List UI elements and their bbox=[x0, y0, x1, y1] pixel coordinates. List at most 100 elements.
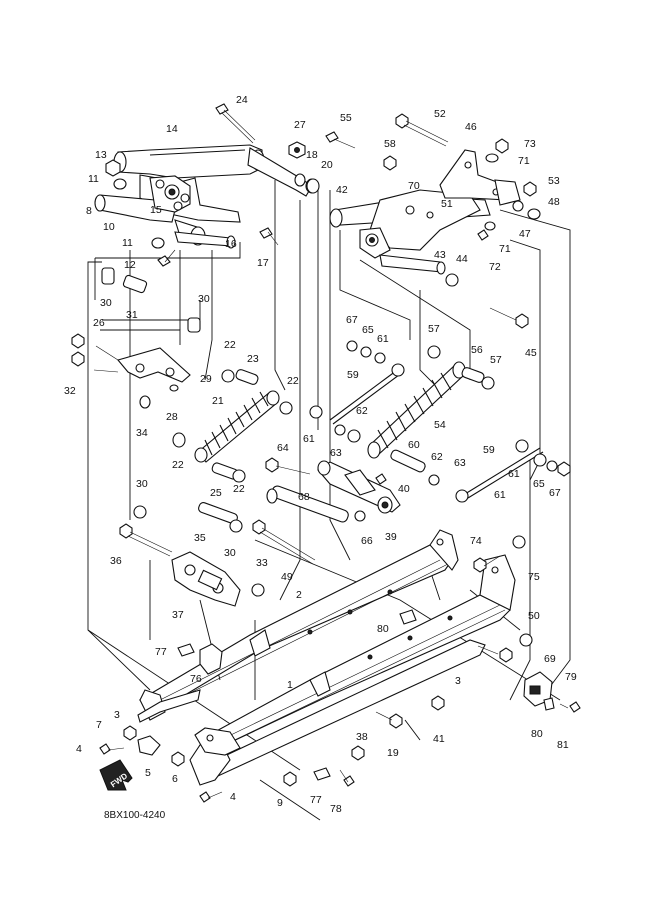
callout-70: 70 bbox=[408, 180, 420, 192]
callout-42: 42 bbox=[336, 184, 348, 196]
front-bracket bbox=[71, 333, 191, 448]
callout-68: 68 bbox=[298, 491, 310, 503]
callout-30: 30 bbox=[136, 478, 148, 490]
callout-67: 67 bbox=[549, 487, 561, 499]
callout-38: 38 bbox=[356, 731, 368, 743]
callout-58: 58 bbox=[384, 138, 396, 150]
callout-66: 66 bbox=[361, 535, 373, 547]
callout-61: 61 bbox=[494, 489, 506, 501]
callout-57: 57 bbox=[490, 354, 502, 366]
callout-78: 78 bbox=[330, 803, 342, 815]
callout-79: 79 bbox=[565, 671, 577, 683]
callout-13: 13 bbox=[95, 149, 107, 161]
callout-4: 4 bbox=[230, 791, 236, 803]
callout-2: 2 bbox=[296, 589, 302, 601]
callout-77: 77 bbox=[155, 646, 167, 658]
rear-shock-absorber bbox=[367, 361, 466, 459]
callout-43: 43 bbox=[434, 249, 446, 261]
callout-54: 54 bbox=[434, 419, 446, 431]
rear-shock-spring bbox=[377, 372, 452, 449]
front-shock-absorber bbox=[194, 369, 293, 483]
callout-15: 15 bbox=[150, 204, 162, 216]
callout-48: 48 bbox=[548, 196, 560, 208]
callout-17: 17 bbox=[257, 257, 269, 269]
callout-77: 77 bbox=[310, 794, 322, 806]
callout-23: 23 bbox=[247, 353, 259, 365]
callout-14: 14 bbox=[166, 123, 178, 135]
drawing-code: 8BX100-4240 bbox=[104, 810, 166, 821]
front-arm-fasteners bbox=[101, 103, 320, 333]
callout-65: 65 bbox=[362, 324, 374, 336]
callout-19: 19 bbox=[387, 747, 399, 759]
callout-61: 61 bbox=[377, 333, 389, 345]
callout-67: 67 bbox=[346, 314, 358, 326]
callout-22: 22 bbox=[287, 375, 299, 387]
callout-76: 76 bbox=[190, 673, 202, 685]
callout-21: 21 bbox=[212, 395, 224, 407]
callout-81: 81 bbox=[557, 739, 569, 751]
callout-11: 11 bbox=[88, 173, 99, 185]
callout-69: 69 bbox=[544, 653, 556, 665]
callout-71: 71 bbox=[499, 243, 511, 255]
callout-9: 9 bbox=[277, 797, 283, 809]
callout-35: 35 bbox=[194, 532, 206, 544]
callout-3: 3 bbox=[455, 675, 461, 687]
callout-50: 50 bbox=[528, 610, 540, 622]
callout-41: 41 bbox=[433, 733, 445, 745]
front-shock-spring bbox=[204, 391, 269, 456]
callout-37: 37 bbox=[172, 609, 184, 621]
callout-5: 5 bbox=[145, 767, 151, 779]
callout-61: 61 bbox=[508, 468, 520, 480]
callout-59: 59 bbox=[483, 444, 495, 456]
callout-73: 73 bbox=[524, 138, 536, 150]
callout-18: 18 bbox=[306, 149, 318, 161]
callout-71: 71 bbox=[518, 155, 530, 167]
callout-44: 44 bbox=[456, 253, 468, 265]
callout-61: 61 bbox=[303, 433, 315, 445]
callout-3: 3 bbox=[114, 709, 120, 721]
assembly-lines bbox=[87, 180, 571, 821]
callout-12: 12 bbox=[124, 259, 136, 271]
callout-80: 80 bbox=[377, 623, 389, 635]
callout-62: 62 bbox=[431, 451, 443, 463]
callout-45: 45 bbox=[525, 347, 537, 359]
callout-57: 57 bbox=[428, 323, 440, 335]
callout-33: 33 bbox=[256, 557, 268, 569]
callout-56: 56 bbox=[471, 344, 483, 356]
callout-24: 24 bbox=[236, 94, 248, 106]
callout-65: 65 bbox=[533, 478, 545, 490]
callout-26: 26 bbox=[93, 317, 105, 329]
callout-20: 20 bbox=[321, 159, 333, 171]
callout-1: 1 bbox=[287, 679, 293, 691]
callout-10: 10 bbox=[103, 221, 115, 233]
callout-63: 63 bbox=[454, 457, 466, 469]
front-arm-assembly bbox=[94, 144, 319, 249]
callout-7: 7 bbox=[96, 719, 102, 731]
callout-29: 29 bbox=[200, 373, 212, 385]
callout-62: 62 bbox=[356, 405, 368, 417]
callout-22: 22 bbox=[233, 483, 245, 495]
callout-22: 22 bbox=[172, 459, 184, 471]
callout-53: 53 bbox=[548, 175, 560, 187]
callout-22: 22 bbox=[224, 339, 236, 351]
callout-6: 6 bbox=[172, 773, 178, 785]
callout-30: 30 bbox=[198, 293, 210, 305]
callout-47: 47 bbox=[519, 228, 531, 240]
callout-51: 51 bbox=[441, 198, 453, 210]
rear-rail-fasteners bbox=[399, 535, 581, 713]
callout-25: 25 bbox=[210, 487, 222, 499]
callout-80: 80 bbox=[531, 728, 543, 740]
callout-59: 59 bbox=[347, 369, 359, 381]
rear-upper-fasteners bbox=[325, 113, 541, 329]
callout-64: 64 bbox=[277, 442, 289, 454]
front-lower-fasteners bbox=[99, 643, 445, 803]
callout-4: 4 bbox=[76, 743, 82, 755]
lower-rear-link bbox=[317, 460, 401, 522]
callout-63: 63 bbox=[330, 447, 342, 459]
callout-28: 28 bbox=[166, 411, 178, 423]
callout-30: 30 bbox=[224, 547, 236, 559]
callout-16: 16 bbox=[225, 238, 237, 250]
callout-55: 55 bbox=[340, 112, 352, 124]
callout-74: 74 bbox=[470, 535, 482, 547]
callout-27: 27 bbox=[294, 119, 306, 131]
